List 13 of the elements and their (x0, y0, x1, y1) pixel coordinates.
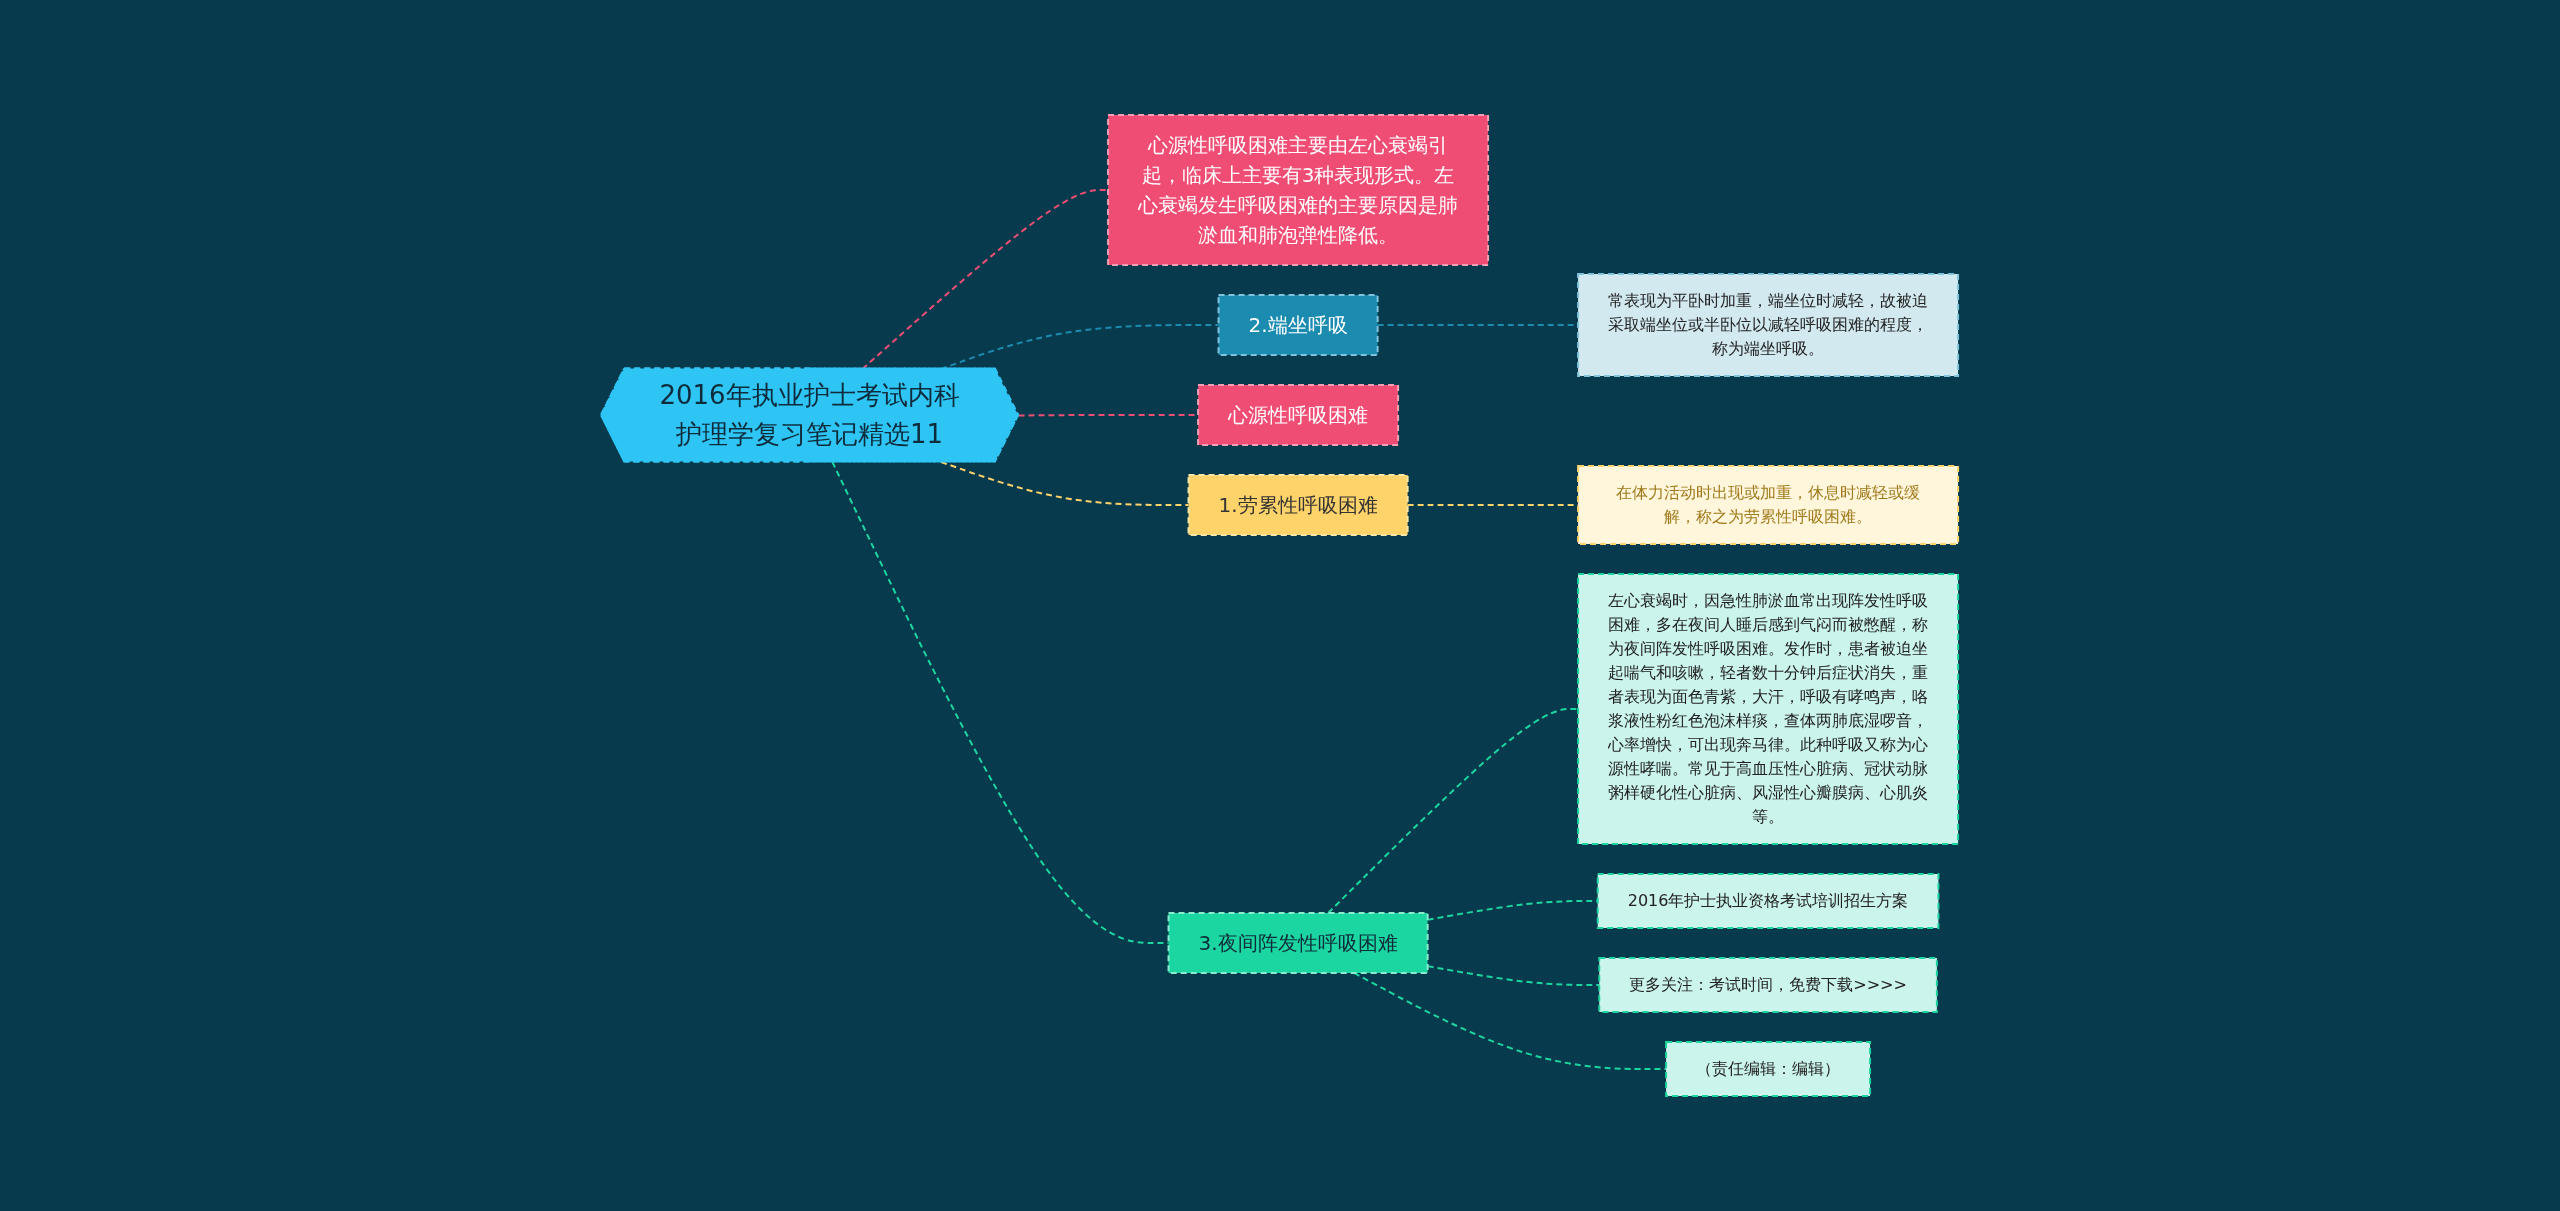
node-box: 心源性呼吸困难 (1197, 384, 1400, 446)
node-box: 3.夜间阵发性呼吸困难 (1168, 912, 1430, 974)
connector (1353, 972, 1668, 1070)
node-box: 心源性呼吸困难主要由左心衰竭引起，临床上主要有3种表现形式。左心衰竭发生呼吸困难的主要原因是肺淤血和肺泡弹性降低。 (1107, 114, 1490, 266)
node-box: 1.劳累性呼吸困难 (1188, 474, 1410, 536)
node-box: 2.端坐呼吸 (1218, 294, 1380, 356)
connector (1427, 900, 1600, 921)
node-box: 左心衰竭时，因急性肺淤血常出现阵发性呼吸困难，多在夜间人睡后感到气闷而被憋醒，称为夜间阵发性呼吸困难。发作时，患者被迫坐起喘气和咳嗽，轻者数十分钟后症状消失，重者表现为面色青紫，大汗，呼吸有哮鸣声，咯浆液性粉红色泡沫样痰，查体两肺底湿啰音，心率增快，可出现奔马律。此种呼吸又称为心源性哮喘。常见于高血压性心脏病、冠状动脉粥样硬化性心脏病、风湿性心瓣膜病、心肌炎等。 (1577, 573, 1960, 845)
node-box: 在体力活动时出现或加重，休息时减轻或缓解，称之为劳累性呼吸困难。 (1577, 465, 1960, 545)
node-box: 更多关注：考试时间，免费下载>>>> (1598, 957, 1939, 1013)
node-box: （责任编辑：编辑） (1665, 1041, 1872, 1097)
node-box: 常表现为平卧时加重，端坐位时减轻，故被迫采取端坐位或半卧位以减轻呼吸困难的程度，称为端坐呼吸。 (1577, 273, 1960, 377)
node-box: 2016年护士执业资格考试培训招生方案 (1597, 873, 1940, 929)
